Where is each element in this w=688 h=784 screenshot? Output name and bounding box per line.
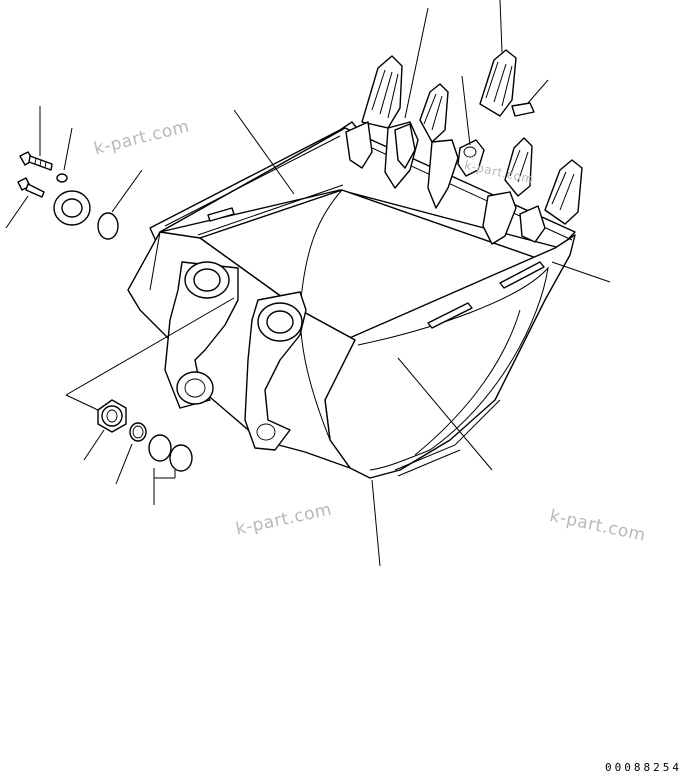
bucket-teeth bbox=[345, 49, 583, 245]
mounting-ears bbox=[164, 261, 307, 451]
document-number: 00088254 bbox=[605, 761, 682, 774]
leader-lines bbox=[5, 0, 611, 567]
exploded-hardware bbox=[17, 151, 193, 472]
